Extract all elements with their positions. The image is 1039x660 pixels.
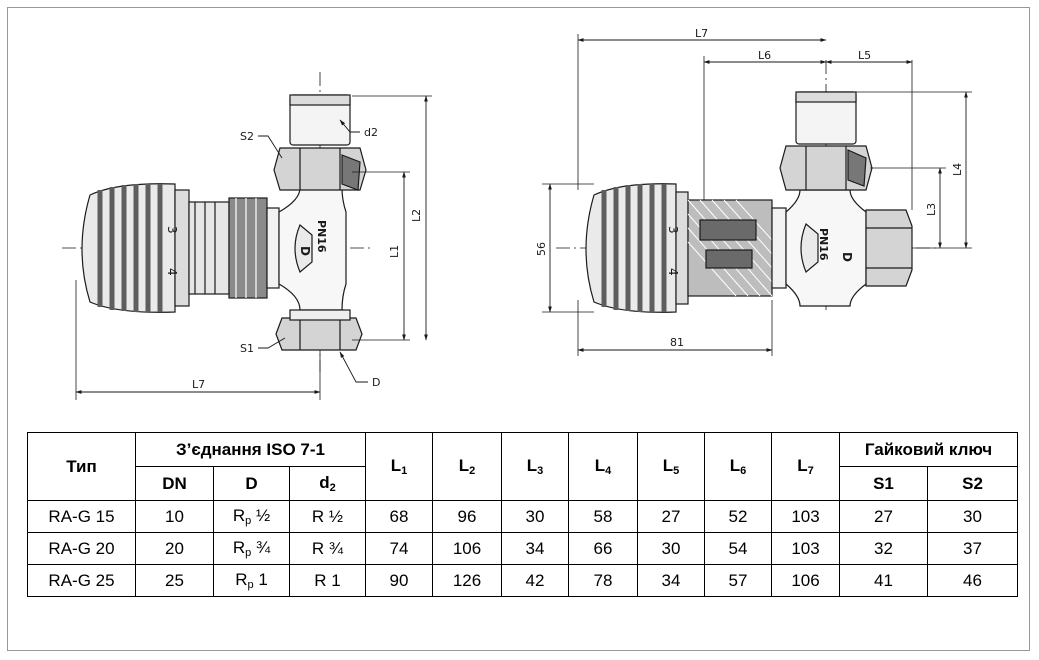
cell-l2: 126: [432, 564, 502, 597]
cell-type: RA-G 15: [27, 500, 136, 533]
cell-l1: 74: [365, 532, 433, 565]
header-l1: L1: [365, 432, 433, 501]
right-label-l5: L5: [858, 49, 871, 62]
cell-s1: 41: [839, 564, 928, 597]
left-label-d2: d2: [364, 126, 378, 139]
header-d: D: [213, 466, 290, 501]
header-l3: L3: [501, 432, 569, 501]
right-label-56: 56: [535, 242, 548, 256]
header-l4: L4: [568, 432, 638, 501]
table-row: RA-G 20 20 Rp ¾ R ¾ 74 106 34 66 30 54 1…: [27, 532, 1019, 565]
cell-d2: R ½: [289, 500, 366, 533]
left-label-l1: L1: [388, 245, 401, 258]
header-dn: DN: [135, 466, 214, 501]
right-label-l3: L3: [925, 203, 938, 216]
left-valve-body: [273, 94, 367, 351]
cell-s1: 27: [839, 500, 928, 533]
right-label-l7: L7: [695, 27, 708, 40]
cell-l6: 54: [704, 532, 772, 565]
cell-type: RA-G 25: [27, 564, 136, 597]
left-valve-drawing: 3 4 PN16 D: [62, 72, 432, 400]
cell-dn: 10: [135, 500, 214, 533]
right-label-l6: L6: [758, 49, 771, 62]
cell-s1: 32: [839, 532, 928, 565]
left-label-l2: L2: [410, 209, 423, 222]
cell-l4: 78: [568, 564, 638, 597]
right-body-mark: D: [840, 252, 854, 262]
right-valve-body: [779, 91, 913, 307]
table-row: RA-G 15 10 Rp ½ R ½ 68 96 30 58 27 52 10…: [27, 500, 1019, 533]
cell-l3: 42: [501, 564, 569, 597]
cell-d2: R 1: [289, 564, 366, 597]
cell-l7: 106: [771, 564, 840, 597]
left-pn-mark: PN16: [315, 220, 328, 253]
cell-l5: 30: [637, 532, 705, 565]
header-row-2: DN D d2 S1 S2: [28, 466, 1019, 501]
header-l6: L6: [704, 432, 772, 501]
cell-l1: 68: [365, 500, 433, 533]
cell-d: Rp 1: [213, 564, 290, 597]
header-connection: З’єднання ISO 7-1: [135, 432, 366, 467]
dimensions-table: Тип З’єднання ISO 7-1 L1 L2 L3 L4 L5 L6 …: [27, 432, 1019, 597]
right-label-l4: L4: [951, 163, 964, 176]
cell-d: Rp ¾: [213, 532, 290, 565]
cell-d: Rp ½: [213, 500, 290, 533]
header-l5: L5: [637, 432, 705, 501]
cell-l3: 30: [501, 500, 569, 533]
left-thermostat-head: [81, 183, 280, 313]
cell-l5: 34: [637, 564, 705, 597]
cell-l4: 66: [568, 532, 638, 565]
header-s1: S1: [839, 466, 928, 501]
left-head-mark-top: 3: [165, 226, 179, 234]
left-label-d: D: [372, 376, 380, 389]
right-thermostat-head: [585, 183, 787, 313]
right-head-mark-top: 3: [666, 226, 680, 234]
right-valve-drawing: 3 4 PN16 D: [542, 34, 972, 356]
cell-d2: R ¾: [289, 532, 366, 565]
cell-l3: 34: [501, 532, 569, 565]
header-type: Тип: [27, 432, 136, 501]
header-row-1: Тип З’єднання ISO 7-1 L1 L2 L3 L4 L5 L6 …: [27, 432, 1019, 501]
left-label-s1: S1: [240, 342, 254, 355]
left-head-mark-bottom: 4: [165, 268, 179, 276]
right-head-mark-bottom: 4: [666, 268, 680, 276]
header-l2: L2: [432, 432, 502, 501]
cell-l1: 90: [365, 564, 433, 597]
cell-l5: 27: [637, 500, 705, 533]
cell-l6: 52: [704, 500, 772, 533]
left-body-mark: D: [298, 246, 312, 256]
cell-s2: 46: [926, 564, 1019, 597]
cell-l7: 103: [771, 500, 840, 533]
cell-l6: 57: [704, 564, 772, 597]
header-d2: d2: [289, 466, 366, 501]
cell-l4: 58: [568, 500, 638, 533]
header-s2: S2: [926, 466, 1019, 501]
cell-dn: 25: [135, 564, 214, 597]
cell-l2: 106: [432, 532, 502, 565]
cell-type: RA-G 20: [27, 532, 136, 565]
right-pn-mark: PN16: [817, 228, 830, 261]
left-label-l7: L7: [192, 378, 205, 391]
technical-drawings: 3 4 PN16 D S2 d2: [62, 27, 972, 400]
cell-s2: 37: [926, 532, 1019, 565]
right-label-81: 81: [670, 336, 684, 349]
cell-l7: 103: [771, 532, 840, 565]
header-l7: L7: [771, 432, 840, 501]
table-row: RA-G 25 25 Rp 1 R 1 90 126 42 78 34 57 1…: [27, 564, 1019, 597]
left-label-s2: S2: [240, 130, 254, 143]
cell-s2: 30: [926, 500, 1019, 533]
cell-l2: 96: [432, 500, 502, 533]
header-wrench: Гайковий ключ: [838, 432, 1019, 467]
cell-dn: 20: [135, 532, 214, 565]
